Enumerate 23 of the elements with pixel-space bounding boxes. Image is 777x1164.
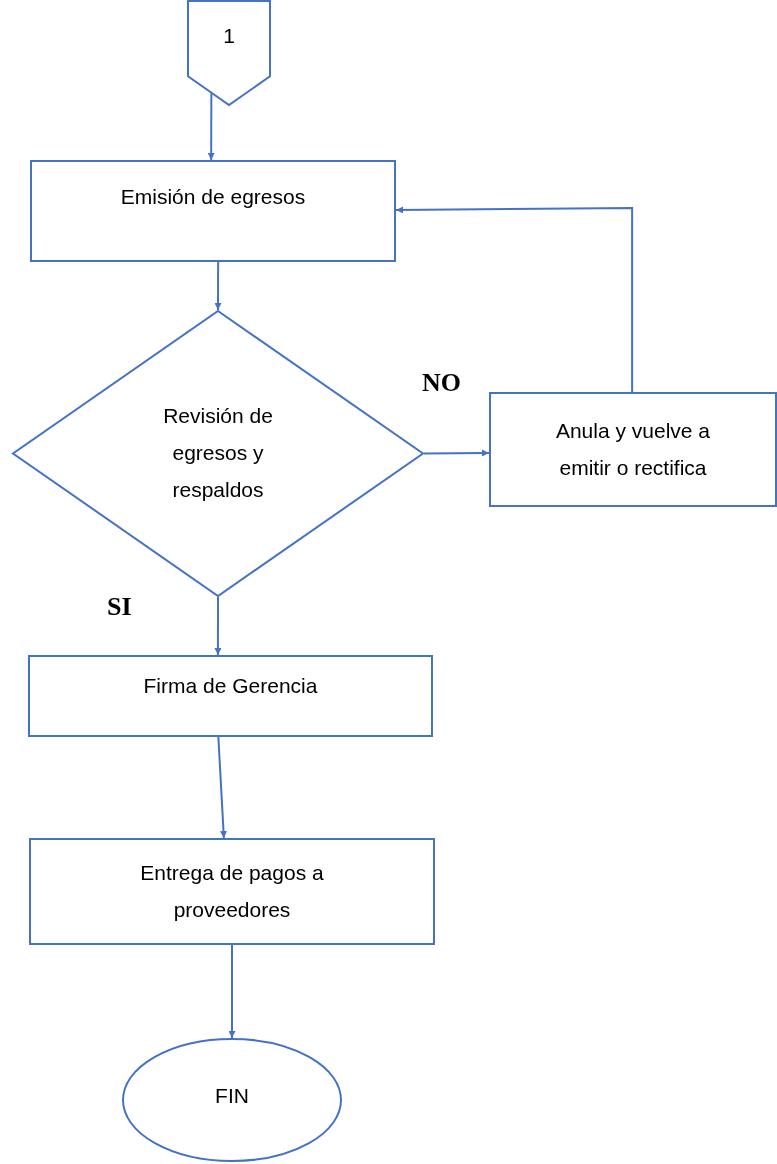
terminal-ellipse xyxy=(122,1038,342,1162)
node-label: 1 xyxy=(223,23,235,49)
node-label: Entrega de pagos a proveedores xyxy=(139,859,325,923)
edge-label: SI xyxy=(107,592,132,622)
arrow xyxy=(423,449,490,457)
node-label: Emisión de egresos xyxy=(120,183,306,210)
arrow xyxy=(395,206,634,393)
arrow xyxy=(228,944,236,1039)
edge-label: NO xyxy=(422,368,461,398)
arrow xyxy=(217,736,227,839)
node-label: Firma de Gerencia xyxy=(143,672,318,699)
arrow xyxy=(214,596,222,656)
decision-diamond xyxy=(12,310,424,597)
node-label: FIN xyxy=(215,1082,249,1109)
process-box xyxy=(30,160,396,262)
process-box xyxy=(489,392,777,507)
arrow xyxy=(214,261,222,311)
arrow xyxy=(207,92,215,161)
node-label: Revisión de egresos y respaldos xyxy=(162,403,274,503)
off-page-connector xyxy=(187,0,271,106)
process-box xyxy=(28,655,433,737)
process-box xyxy=(29,838,435,945)
node-label: Anula y vuelve a emitir o rectifica xyxy=(554,417,712,481)
